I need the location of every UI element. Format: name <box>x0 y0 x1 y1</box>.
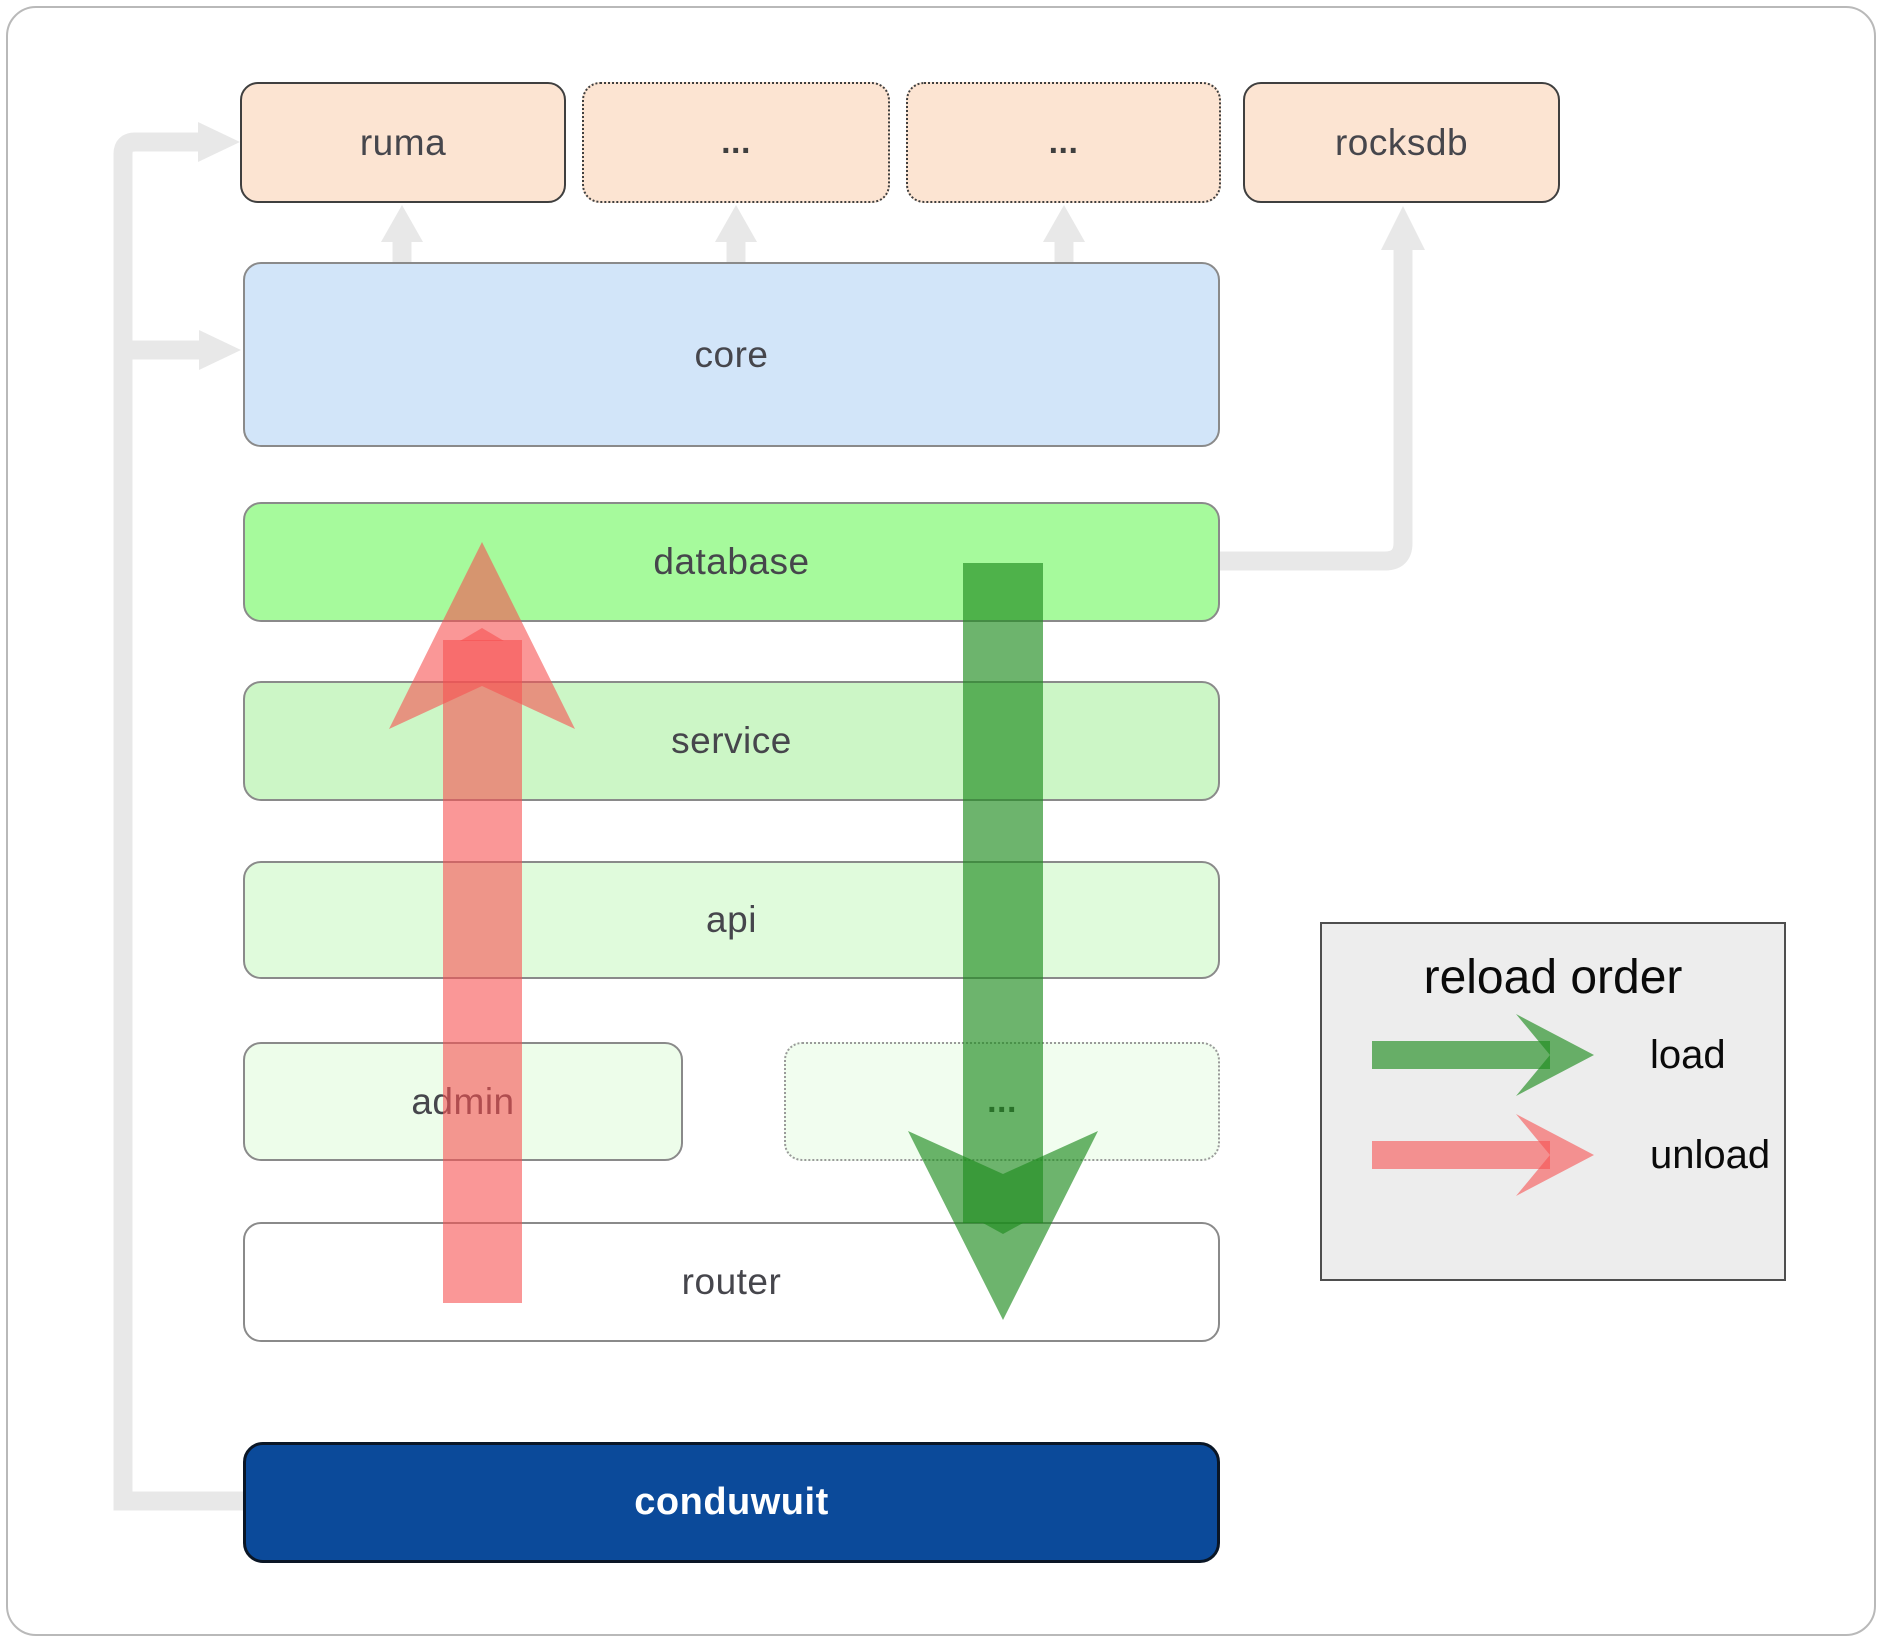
box-ruma: ruma <box>240 82 566 203</box>
box-ellipsis-top-2-label: ... <box>1048 123 1079 161</box>
box-core: core <box>243 262 1220 447</box>
box-database-label: database <box>653 541 810 582</box>
box-database: database <box>243 502 1220 622</box>
box-ellipsis-middle-label: ... <box>987 1082 1017 1120</box>
unload-arrow-icon <box>1372 1114 1594 1196</box>
box-core-label: core <box>694 333 769 375</box>
core-to-ellipsis-1-arrowhead-icon <box>715 205 757 242</box>
core-to-ruma-arrowhead-icon <box>381 205 423 242</box>
box-rocksdb: rocksdb <box>1243 82 1560 203</box>
core-to-ellipsis-2-arrowhead-icon <box>1043 205 1085 242</box>
box-conduwuit-label: conduwuit <box>634 1481 829 1523</box>
legend-load-label: load <box>1650 1032 1726 1077</box>
box-ellipsis-top-1-label: ... <box>721 123 751 161</box>
database-to-rocksdb-connector <box>1220 248 1413 571</box>
box-ellipsis-top-1: ... <box>582 82 890 203</box>
box-admin: admin <box>243 1042 683 1161</box>
legend-unload-label: unload <box>1650 1132 1771 1177</box>
legend: reload order load unload <box>1320 922 1786 1281</box>
ruma-arrowhead-icon <box>198 122 240 162</box>
box-rocksdb-label: rocksdb <box>1334 121 1469 163</box>
outer-border <box>6 6 1876 1636</box>
conduwuit-to-ruma-connector <box>113 132 243 1511</box>
box-service-label: service <box>671 720 792 761</box>
box-router-label: router <box>681 1261 782 1302</box>
box-router: router <box>243 1222 1220 1342</box>
box-ellipsis-top-2: ... <box>906 82 1221 203</box>
rocksdb-arrowhead-icon <box>1381 206 1425 250</box>
legend-item-unload: unload <box>1364 1105 1784 1205</box>
box-ellipsis-middle: ... <box>784 1042 1220 1161</box>
box-conduwuit: conduwuit <box>243 1442 1220 1563</box>
box-ruma-label: ruma <box>359 121 447 163</box>
box-api-label: api <box>706 899 757 940</box>
box-admin-label: admin <box>411 1080 515 1122</box>
load-arrow-icon <box>1372 1014 1594 1096</box>
core-arrowhead-icon <box>199 330 241 370</box>
legend-item-load: load <box>1364 1005 1784 1105</box>
legend-title: reload order <box>1423 951 1683 1004</box>
box-service: service <box>243 681 1220 801</box>
box-api: api <box>243 861 1220 979</box>
